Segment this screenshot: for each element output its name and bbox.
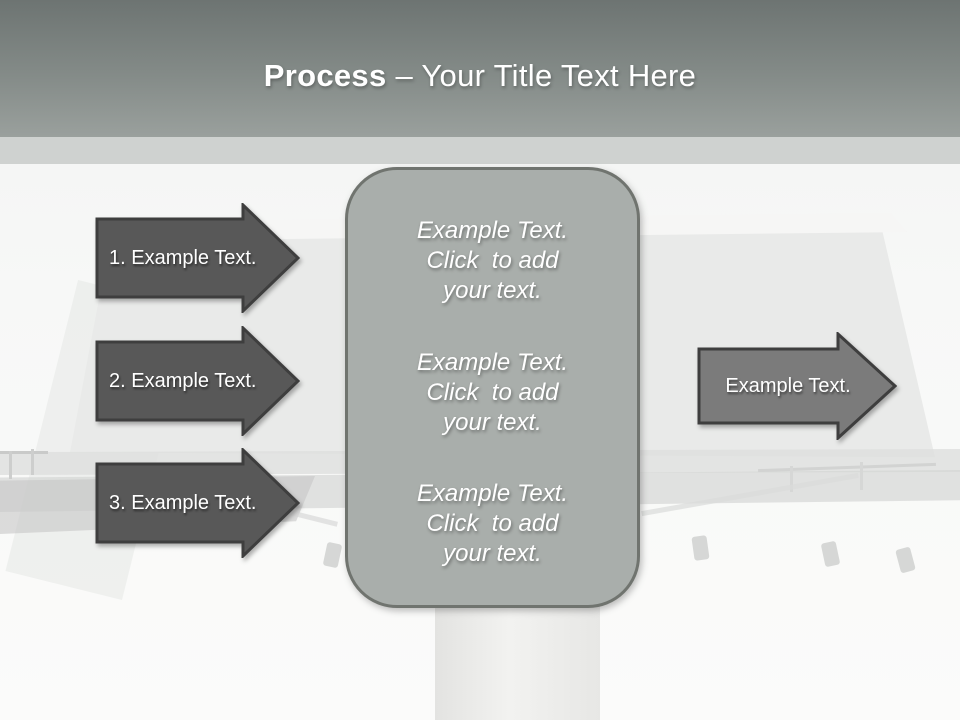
process-arrow-2[interactable]: 2. Example Text. (95, 326, 300, 436)
result-arrow[interactable]: Example Text. (697, 332, 897, 440)
placeholder-line: Click to add (426, 247, 559, 274)
billboard-left-railing (0, 451, 48, 454)
billboard-left-railing-post (9, 451, 12, 479)
right-arrow-shape-icon (697, 332, 897, 440)
text-placeholder-1[interactable]: Example Text. Click to add your text. (366, 216, 619, 306)
page-title-keyword: Process (263, 57, 387, 93)
center-text-box[interactable]: Example Text. Click to add your text. Ex… (345, 167, 640, 608)
right-arrow-shape-icon (95, 448, 300, 558)
placeholder-line: Click to add (426, 378, 559, 406)
billboard-light-fixture (820, 540, 841, 568)
process-arrow-3[interactable]: 3. Example Text. (95, 448, 300, 558)
placeholder-line: Click to add (426, 510, 559, 537)
billboard-light-fixture (691, 535, 710, 561)
billboard-left-railing-post (31, 449, 34, 475)
right-arrow-shape-icon (95, 203, 300, 313)
page-title-subtitle: – Your Title Text Here (395, 57, 697, 93)
placeholder-line: your text. (443, 408, 542, 436)
page-title: Process– Your Title Text Here (264, 58, 696, 94)
right-arrow-shape-icon (95, 326, 300, 436)
placeholder-line: Example Text. (416, 217, 569, 244)
text-placeholder-3[interactable]: Example Text. Click to add your text. (366, 479, 619, 569)
result-arrow-label: Example Text. (725, 374, 851, 397)
process-arrow-1[interactable]: 1. Example Text. (95, 203, 300, 313)
process-arrow-2-label: 2. Example Text. (109, 369, 257, 392)
slide-header: Process– Your Title Text Here (0, 0, 960, 137)
placeholder-line: Example Text. (416, 348, 569, 376)
process-arrow-1-label: 1. Example Text. (109, 246, 257, 269)
process-arrow-3-label: 3. Example Text. (109, 491, 257, 514)
billboard-right-railing-post (860, 462, 863, 490)
billboard-light-fixture (895, 546, 916, 574)
billboard-right-railing-post (790, 466, 793, 492)
placeholder-line: your text. (443, 540, 542, 567)
placeholder-line: Example Text. (416, 480, 569, 507)
text-placeholder-2[interactable]: Example Text. Click to add your text. (366, 348, 619, 438)
placeholder-line: your text. (443, 277, 542, 304)
header-accent-band (0, 137, 960, 164)
billboard-light-fixture (322, 541, 343, 569)
billboard-pole (435, 604, 600, 720)
